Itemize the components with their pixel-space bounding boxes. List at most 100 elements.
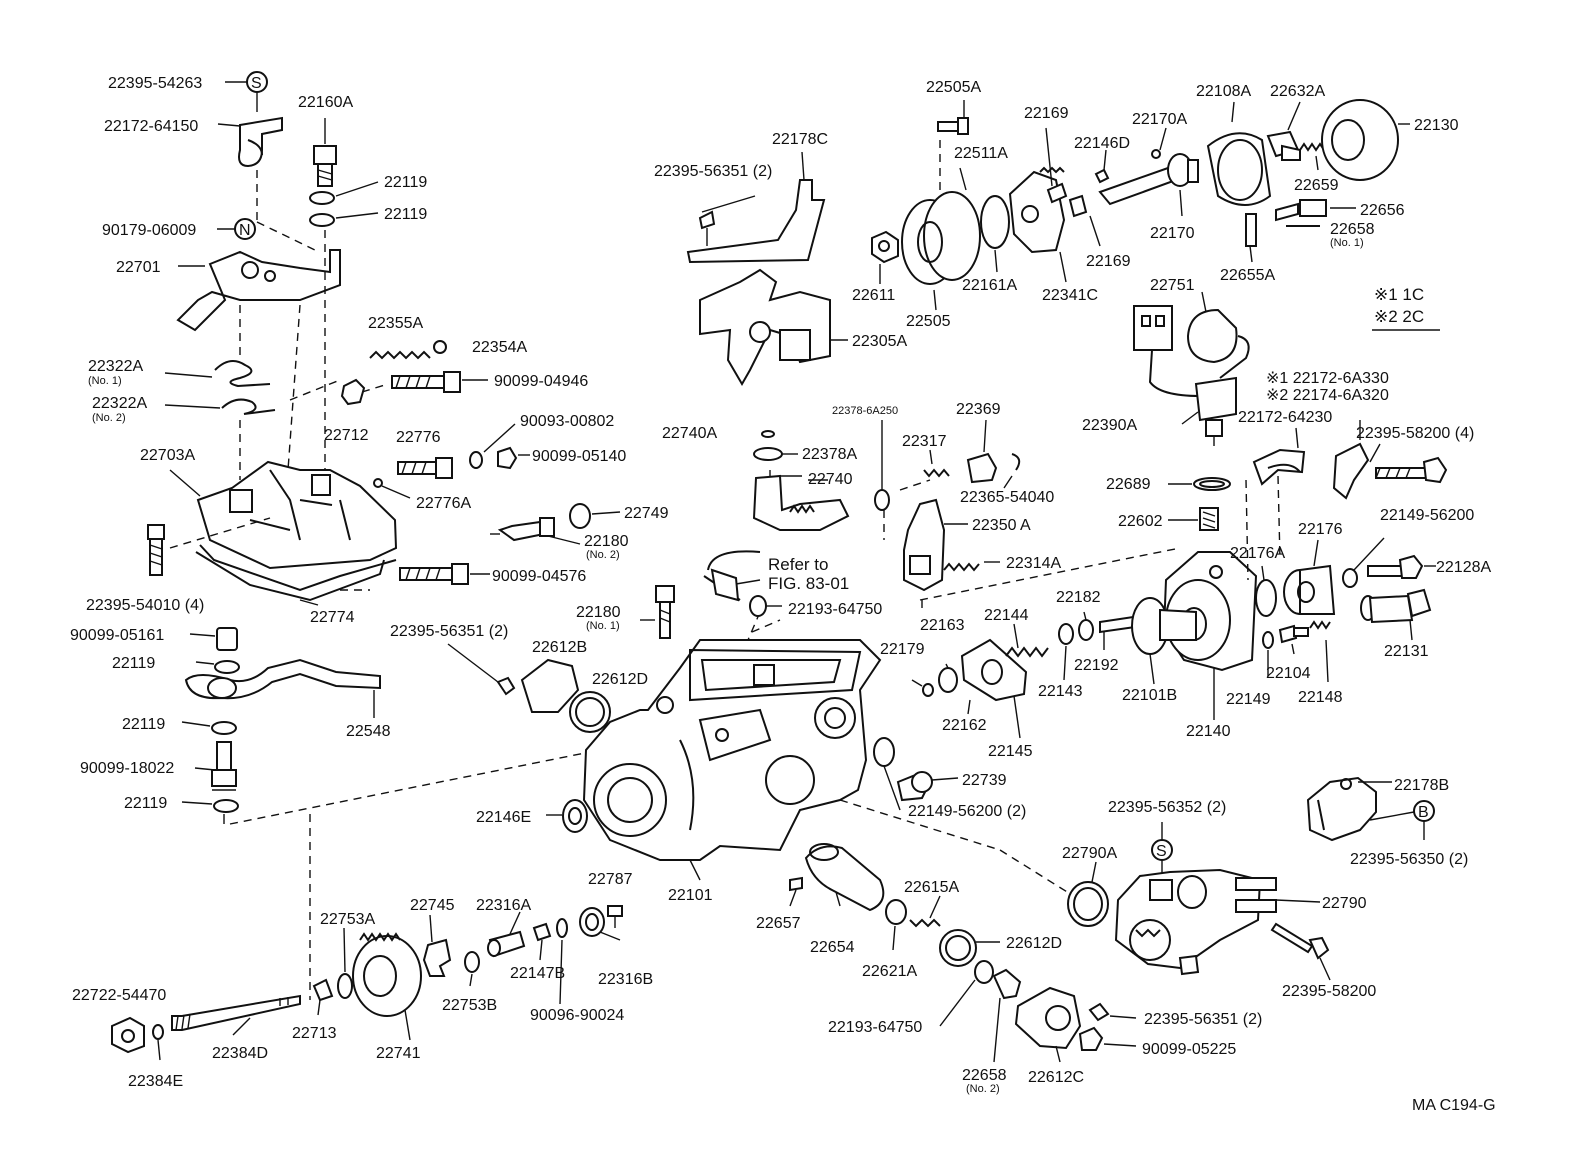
label-90099-04946: 90099-04946	[494, 373, 588, 390]
label-no2: (No. 2)	[586, 549, 620, 561]
label-22176A: 22176A	[1230, 545, 1285, 562]
label-22145: 22145	[988, 743, 1033, 760]
control-lever-group	[686, 151, 848, 386]
governor-lever-group: S N	[147, 71, 530, 606]
label-22656: 22656	[1360, 202, 1405, 219]
label-22314A: 22314A	[1006, 555, 1061, 572]
label-22354A: 22354A	[472, 339, 527, 356]
label-22341C: 22341C	[1042, 287, 1098, 304]
label-22703A: 22703A	[140, 447, 195, 464]
label-22169: 22169	[1024, 105, 1069, 122]
drive-shaft-group	[111, 737, 1137, 1063]
label-22395-56350: 22395-56350 (2)	[1350, 851, 1468, 868]
label-22316A: 22316A	[476, 897, 531, 914]
label-90099-18022: 90099-18022	[80, 760, 174, 777]
sensor-group	[490, 503, 782, 633]
label-22178C: 22178C	[772, 131, 828, 148]
badge-n: N	[239, 222, 251, 239]
legend-group: ※1 1C ※2 2C ※1 22172-6A330 ※2 22174-6A32…	[1266, 285, 1440, 404]
label-22740: 22740	[808, 471, 853, 488]
label-22395-56351: 22395-56351 (2)	[1144, 1011, 1262, 1028]
label-22384D: 22384D	[212, 1045, 268, 1062]
label-no2: (No. 2)	[966, 1083, 1000, 1095]
refer-figure-text: FIG. 83-01	[768, 574, 849, 593]
label-22713: 22713	[292, 1025, 337, 1042]
label-22621A: 22621A	[862, 963, 917, 980]
label-22369: 22369	[956, 401, 1001, 418]
label-22146D: 22146D	[1074, 135, 1130, 152]
label-22749: 22749	[624, 505, 669, 522]
label-22548: 22548	[346, 723, 391, 740]
label-22163: 22163	[920, 617, 965, 634]
label-90093-00802: 90093-00802	[520, 413, 614, 430]
label-22355A: 22355A	[368, 315, 423, 332]
label-22395-56351: 22395-56351 (2)	[390, 623, 508, 640]
auxiliary-group: B S	[1067, 776, 1435, 981]
variant-note-1: ※1 22172-6A330	[1266, 370, 1389, 387]
part-labels: 22395-54263 22172-64150 22160A 22119 221…	[70, 75, 1496, 1114]
label-22316B: 22316B	[598, 971, 653, 988]
label-22317: 22317	[902, 433, 947, 450]
label-22632A: 22632A	[1270, 83, 1325, 100]
label-22378-6A250: 22378-6A250	[832, 405, 898, 417]
label-22395-54263: 22395-54263	[108, 75, 202, 92]
label-22753A: 22753A	[320, 911, 375, 928]
label-22140: 22140	[1186, 723, 1231, 740]
label-no1: (No. 1)	[1330, 237, 1364, 249]
fuel-pipe-group	[181, 627, 651, 1000]
label-22612C: 22612C	[1028, 1069, 1084, 1086]
label-22149-56200: 22149-56200	[1380, 507, 1474, 524]
label-22395-56351: 22395-56351 (2)	[654, 163, 772, 180]
label-22161A: 22161A	[962, 277, 1017, 294]
label-22615A: 22615A	[904, 879, 959, 896]
label-22322A: 22322A	[88, 358, 143, 375]
label-22350A: 22350 A	[972, 517, 1031, 534]
label-22612D: 22612D	[592, 671, 648, 688]
label-22655A: 22655A	[1220, 267, 1275, 284]
label-22740A: 22740A	[662, 425, 717, 442]
label-90099-05140: 90099-05140	[532, 448, 626, 465]
label-22193-64750: 22193-64750	[788, 601, 882, 618]
distributor-head-group	[911, 475, 1436, 739]
label-90099-05161: 90099-05161	[70, 627, 164, 644]
label-22658: 22658	[1330, 221, 1375, 238]
label-22180: 22180	[576, 604, 621, 621]
pump-housing-group	[447, 585, 1081, 901]
label-22659: 22659	[1294, 177, 1339, 194]
label-22305A: 22305A	[852, 333, 907, 350]
label-22365-54040: 22365-54040	[960, 489, 1054, 506]
label-22172-64150: 22172-64150	[104, 118, 198, 135]
label-22753B: 22753B	[442, 997, 497, 1014]
label-22611: 22611	[852, 287, 895, 304]
label-22505: 22505	[906, 313, 951, 330]
label-22119: 22119	[124, 795, 167, 812]
label-22787: 22787	[588, 871, 633, 888]
label-22776A: 22776A	[416, 495, 471, 512]
label-22146E: 22146E	[476, 809, 531, 826]
label-22180: 22180	[584, 533, 629, 550]
label-22108A: 22108A	[1196, 83, 1251, 100]
label-22741: 22741	[376, 1045, 421, 1062]
label-22378A: 22378A	[802, 446, 857, 463]
label-22130: 22130	[1414, 117, 1459, 134]
label-90096-90024: 90096-90024	[530, 1007, 624, 1024]
label-22172-64230: 22172-64230	[1238, 409, 1332, 426]
label-22143: 22143	[1038, 683, 1083, 700]
label-22128A: 22128A	[1436, 559, 1491, 576]
figure-code: MA C194-G	[1412, 1097, 1496, 1114]
label-22739: 22739	[962, 772, 1007, 789]
label-22104: 22104	[1266, 665, 1311, 682]
label-no1: (No. 1)	[88, 375, 122, 387]
label-22511A: 22511A	[954, 145, 1008, 162]
label-22612D: 22612D	[1006, 935, 1062, 952]
label-22712: 22712	[324, 427, 369, 444]
label-22162: 22162	[942, 717, 987, 734]
injector-control-group	[752, 419, 1181, 612]
label-90179-06009: 90179-06009	[102, 222, 196, 239]
label-22101B: 22101B	[1122, 687, 1177, 704]
badge-b: B	[1418, 804, 1429, 821]
label-22774: 22774	[310, 609, 355, 626]
label-22658: 22658	[962, 1067, 1007, 1084]
label-22170A: 22170A	[1132, 111, 1187, 128]
label-22602: 22602	[1118, 513, 1163, 530]
